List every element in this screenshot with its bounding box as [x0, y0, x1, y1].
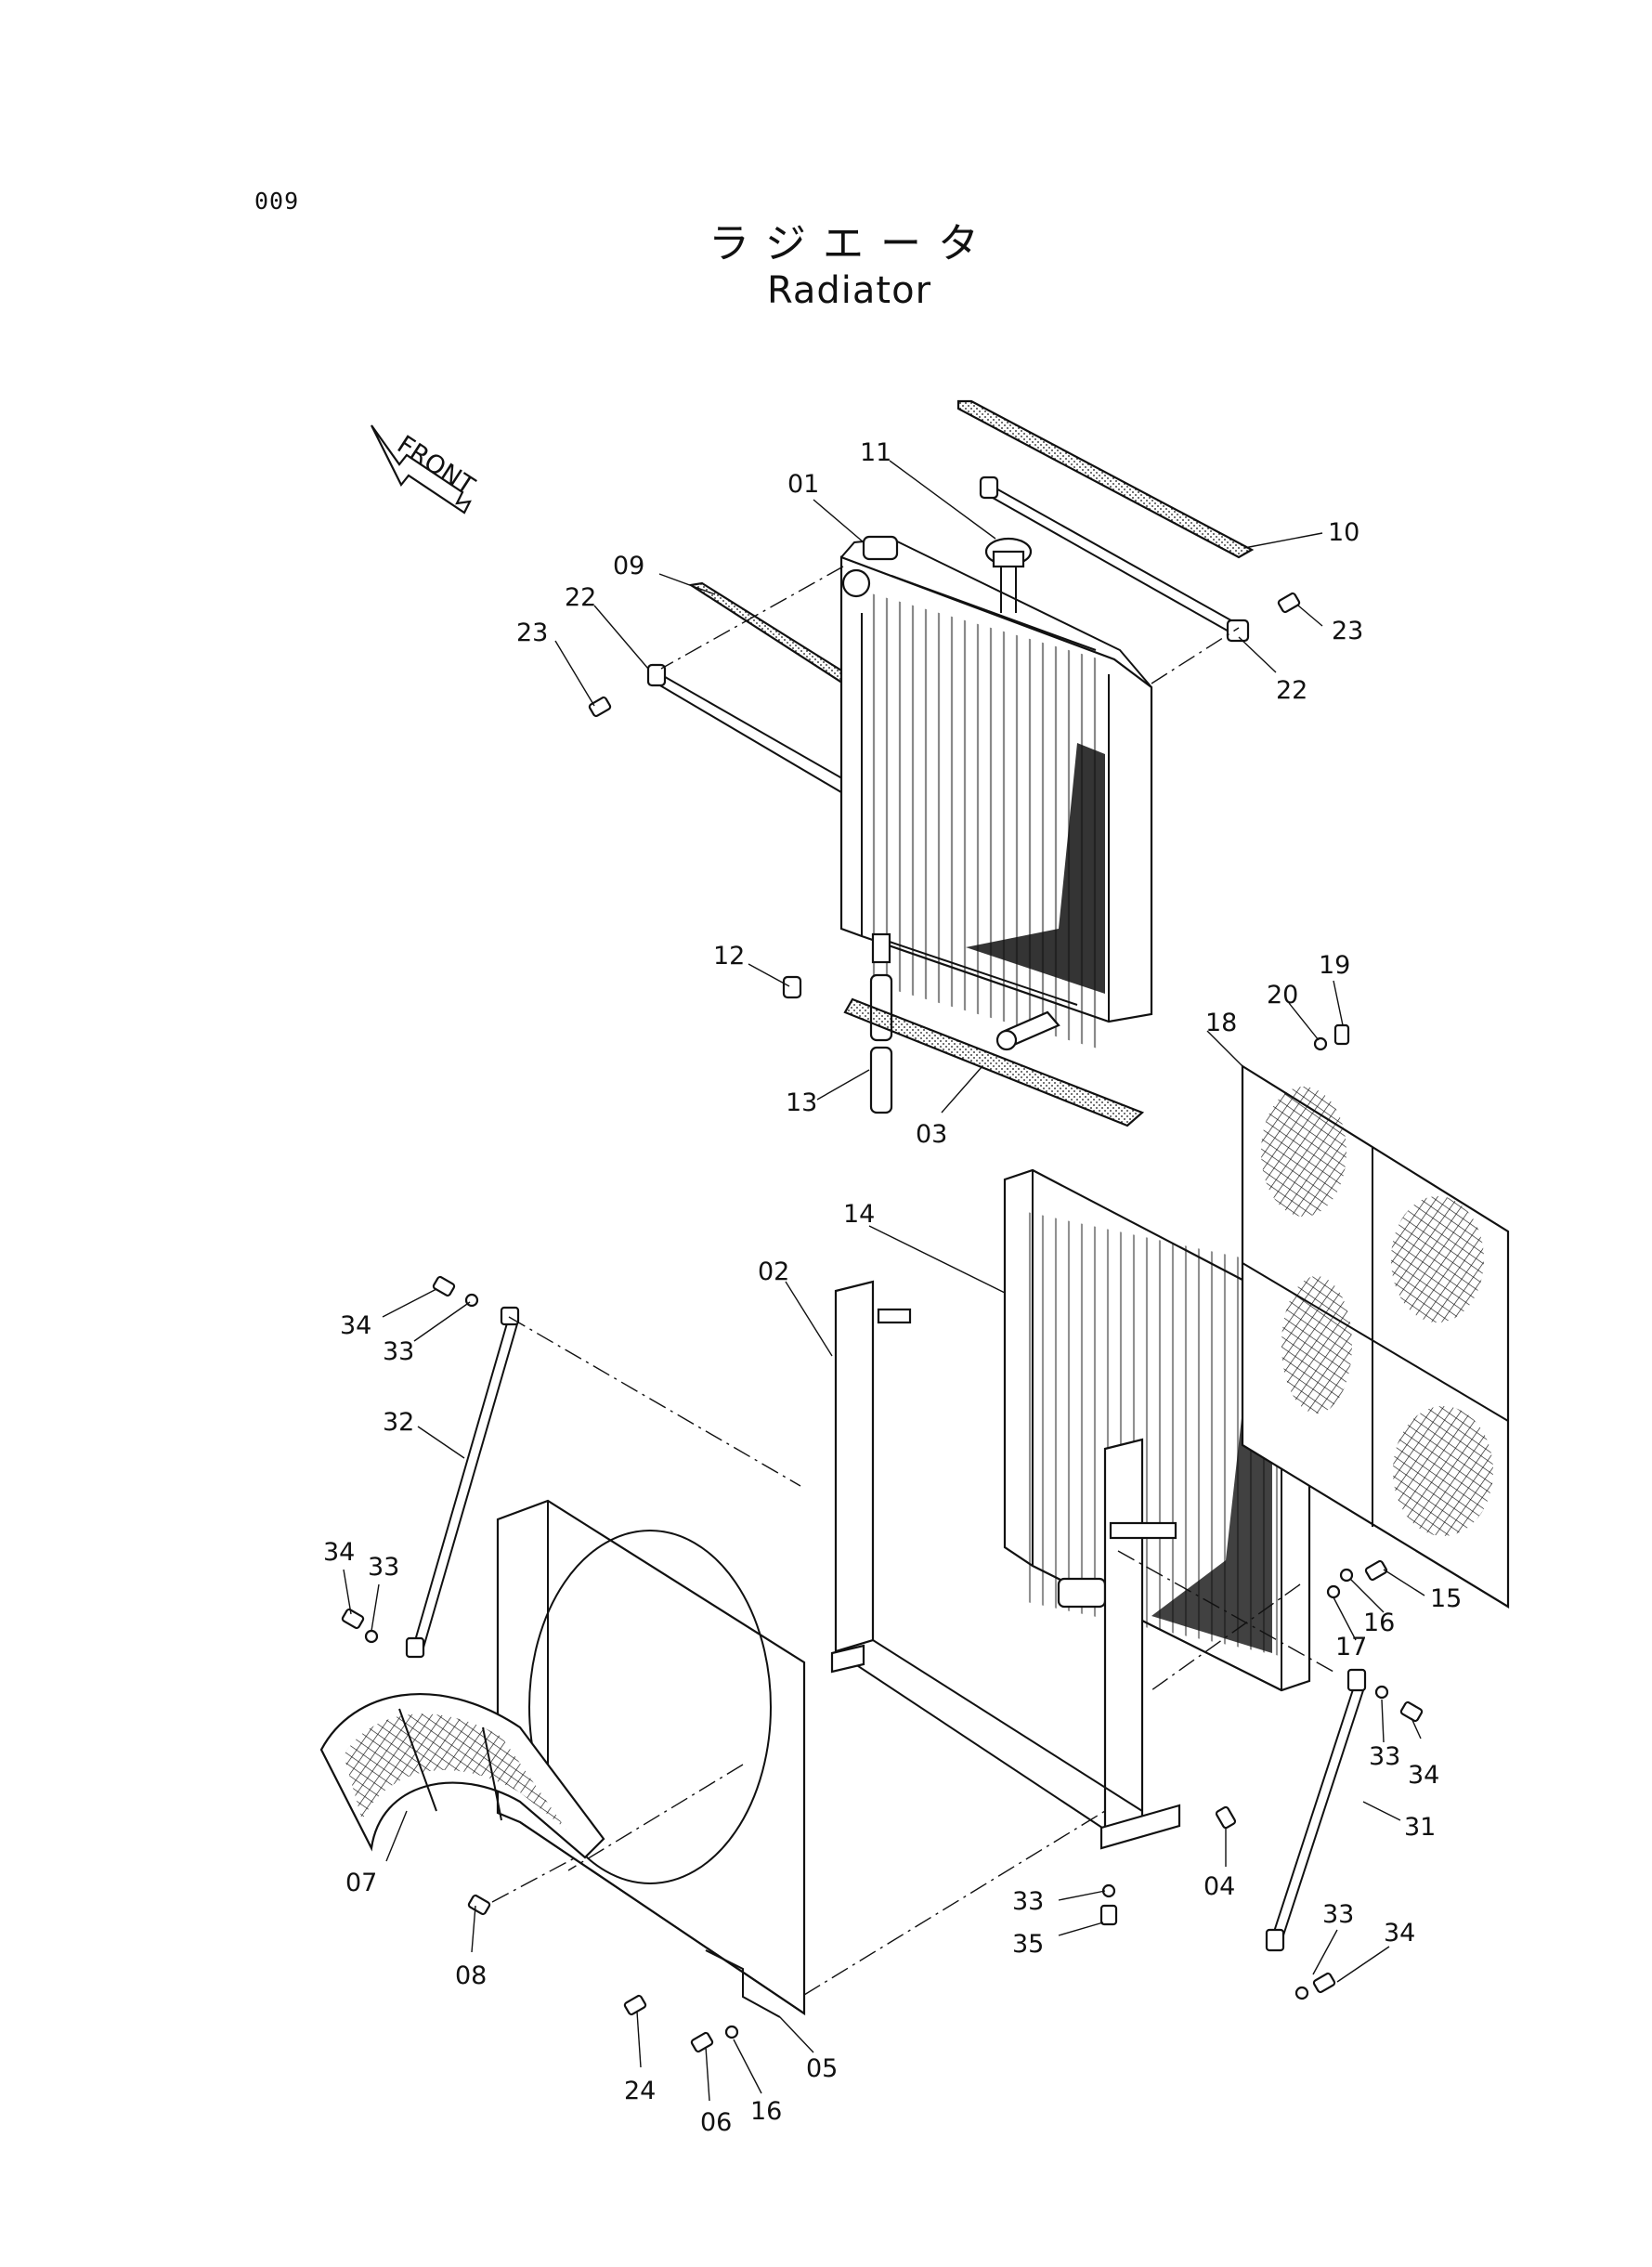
callout-16-bottom: 16: [750, 2097, 782, 2126]
part-07-fan-guard: [319, 1692, 605, 1859]
part-18-screen: [1241, 1064, 1510, 1609]
part-31-stay: [1265, 1668, 1367, 1952]
callout-03: 03: [916, 1120, 947, 1149]
callout-10: 10: [1328, 518, 1359, 547]
callout-33-mid-left: 33: [368, 1553, 399, 1582]
callout-32: 32: [383, 1408, 414, 1437]
callout-34-right: 34: [1408, 1761, 1439, 1790]
front-arrow-icon: FRONT: [371, 424, 480, 515]
page-code: 009: [254, 188, 300, 215]
part-22-stay-right: [979, 476, 1250, 643]
part-01-radiator-core: [839, 535, 1153, 1050]
leader-lines: [343, 460, 1425, 2102]
callout-33-top-left: 33: [383, 1337, 414, 1366]
callout-20: 20: [1267, 981, 1298, 1010]
callout-04: 04: [1203, 1872, 1235, 1901]
callout-24: 24: [624, 2077, 656, 2105]
part-32-stay: [405, 1306, 520, 1659]
callout-12: 12: [713, 942, 745, 971]
callout-35: 35: [1012, 1930, 1044, 1959]
part-02-support-frame: [830, 1280, 1181, 1850]
bolt-icons: [341, 592, 1424, 2053]
callout-34-bottom-right: 34: [1384, 1919, 1415, 1948]
callout-18: 18: [1205, 1009, 1237, 1037]
callout-01: 01: [787, 470, 819, 499]
callout-19: 19: [1319, 951, 1350, 980]
callout-34-top-left: 34: [340, 1311, 371, 1340]
callout-08: 08: [455, 1961, 487, 1990]
assembly-lines: [491, 566, 1334, 1996]
callout-33-right: 33: [1369, 1742, 1400, 1771]
part-12-drain-cock: [782, 932, 891, 999]
title-english: Radiator: [766, 269, 932, 312]
callout-33-center: 33: [1012, 1887, 1044, 1916]
callout-23-left: 23: [516, 619, 548, 647]
callout-17: 17: [1335, 1633, 1367, 1661]
callout-07: 07: [345, 1869, 377, 1897]
callout-labels: 01 11 10 09 23 22 22 23 12 13 03 14 02 1…: [323, 438, 1462, 2137]
callout-14: 14: [843, 1200, 875, 1229]
callout-22-right: 22: [1276, 676, 1307, 705]
callout-15: 15: [1430, 1584, 1462, 1613]
callout-33-bottom-right: 33: [1322, 1900, 1354, 1929]
part-19-20-fastener: [1313, 1023, 1350, 1051]
callout-22-left: 22: [565, 583, 596, 612]
title-japanese: ラジエータ: [708, 220, 996, 267]
part-14-oil-cooler: [1003, 1168, 1311, 1692]
callout-09: 09: [613, 552, 644, 580]
callout-31: 31: [1404, 1813, 1436, 1842]
callout-34-mid-left: 34: [323, 1538, 355, 1567]
callout-13: 13: [786, 1088, 817, 1117]
part-13-pipe: [869, 973, 893, 1114]
callout-23-right: 23: [1332, 617, 1363, 645]
part-10-seal-strip: [956, 399, 1255, 559]
callout-06: 06: [700, 2108, 732, 2137]
callout-16-right: 16: [1363, 1609, 1395, 1637]
callout-11: 11: [860, 438, 891, 467]
part-03-outlet-pipe: [995, 1010, 1060, 1051]
callout-05: 05: [806, 2054, 838, 2083]
callout-02: 02: [758, 1257, 789, 1286]
part-11-radiator-cap: [984, 537, 1033, 613]
part-03-seal-plate: [843, 997, 1145, 1127]
